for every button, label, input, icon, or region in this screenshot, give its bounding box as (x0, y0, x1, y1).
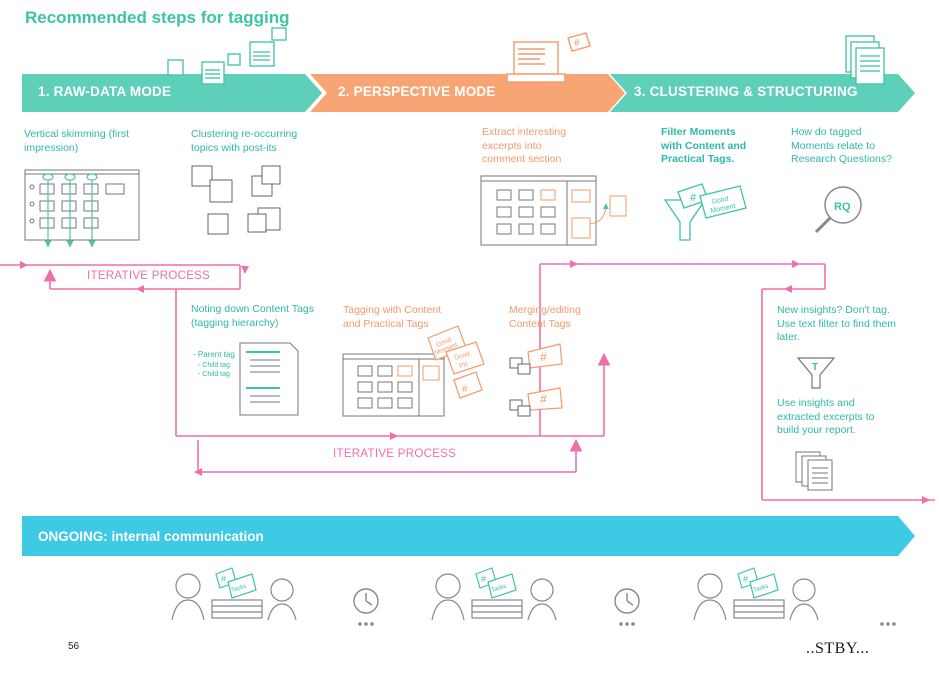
svg-text:#: # (462, 384, 468, 395)
hierarchy-child-tag-1: - Child tag (198, 362, 230, 369)
page-title: Recommended steps for tagging (25, 8, 290, 27)
svg-text:Tasks: Tasks (231, 583, 247, 593)
svg-text:#: # (574, 38, 580, 49)
svg-text:Tasks: Tasks (753, 583, 769, 593)
step-research-questions: How do tagged Moments relate to Research… (791, 126, 892, 165)
svg-text:T: T (812, 362, 818, 373)
step-noting-content-tags: Noting down Content Tags (tagging hierar… (191, 303, 314, 329)
svg-text:#: # (540, 392, 547, 406)
documents-icon (167, 27, 287, 85)
svg-text:#: # (540, 350, 547, 364)
ellipsis-icons (358, 622, 896, 626)
step-new-insights: New insights? Don't tag. Use text filter… (777, 304, 897, 343)
svg-text:#: # (743, 574, 748, 584)
skimming-arrows (42, 173, 98, 248)
report-pages-icon (795, 451, 833, 491)
iterative-process-label-1: ITERATIVE PROCESS (87, 270, 211, 282)
laptop-icon (506, 32, 591, 83)
rq-magnifier-icon (814, 186, 862, 234)
tag-labels-icon (427, 325, 485, 399)
paper-stack-icon (845, 35, 885, 85)
mode-band-raw-data (22, 74, 322, 112)
clock-icon (353, 588, 640, 614)
svg-text:#: # (221, 574, 226, 584)
mode-band-perspective (310, 74, 625, 112)
hierarchy-parent-tag: - Parent tag (193, 350, 235, 359)
pink-arrows (20, 260, 930, 504)
people-group-1 (171, 567, 297, 621)
step-clustering-postits: Clustering re-occurring topics with post… (191, 128, 298, 154)
data-grid-tagging (342, 353, 445, 417)
step-use-insights: Use insights and extracted excerpts to b… (777, 397, 875, 436)
mode-band-clustering (610, 74, 915, 112)
svg-text:Good: Good (453, 350, 471, 362)
data-grid-excerpts (480, 175, 627, 246)
svg-text:Pic: Pic (458, 360, 469, 370)
hierarchy-child-tag-2: - Child tag (198, 371, 230, 378)
funnel-icon (663, 183, 747, 241)
people-group-2 (431, 567, 557, 621)
postits-icon (191, 165, 281, 235)
rq-label: RQ (834, 201, 851, 213)
mode-label-clustering: 3. CLUSTERING & STRUCTURING (634, 84, 858, 99)
page-number: 56 (68, 641, 80, 652)
step-extract-excerpts: Extract interesting excerpts into commen… (482, 126, 567, 165)
merge-postits-icon (509, 357, 531, 417)
ongoing-band (22, 516, 915, 556)
brand-logo: ..STBY... (806, 640, 870, 657)
mode-label-raw-data: 1. RAW-DATA MODE (38, 84, 172, 99)
svg-text:#: # (690, 192, 697, 204)
step-tagging-content-practical: Tagging with Content and Practical Tags (343, 304, 442, 330)
svg-text:#: # (481, 574, 486, 584)
mode-label-perspective: 2. PERSPECTIVE MODE (338, 84, 496, 99)
tag-document-icon (239, 342, 299, 416)
merge-tags-icon (527, 343, 563, 411)
iterative-process-label-2: ITERATIVE PROCESS (333, 448, 457, 460)
step-vertical-skimming: Vertical skimming (first impression) (24, 128, 130, 154)
step-merging-editing: Merging/editing Content Tags (509, 304, 581, 330)
people-group-3 (693, 567, 819, 621)
svg-text:Good: Good (711, 196, 729, 206)
ongoing-label: ONGOING: internal communication (38, 529, 264, 544)
svg-text:Tasks: Tasks (491, 583, 507, 593)
text-filter-icon (796, 357, 836, 389)
step-filter-moments: Filter Moments with Content and Practica… (661, 126, 747, 165)
data-grid-skimming (24, 169, 140, 241)
